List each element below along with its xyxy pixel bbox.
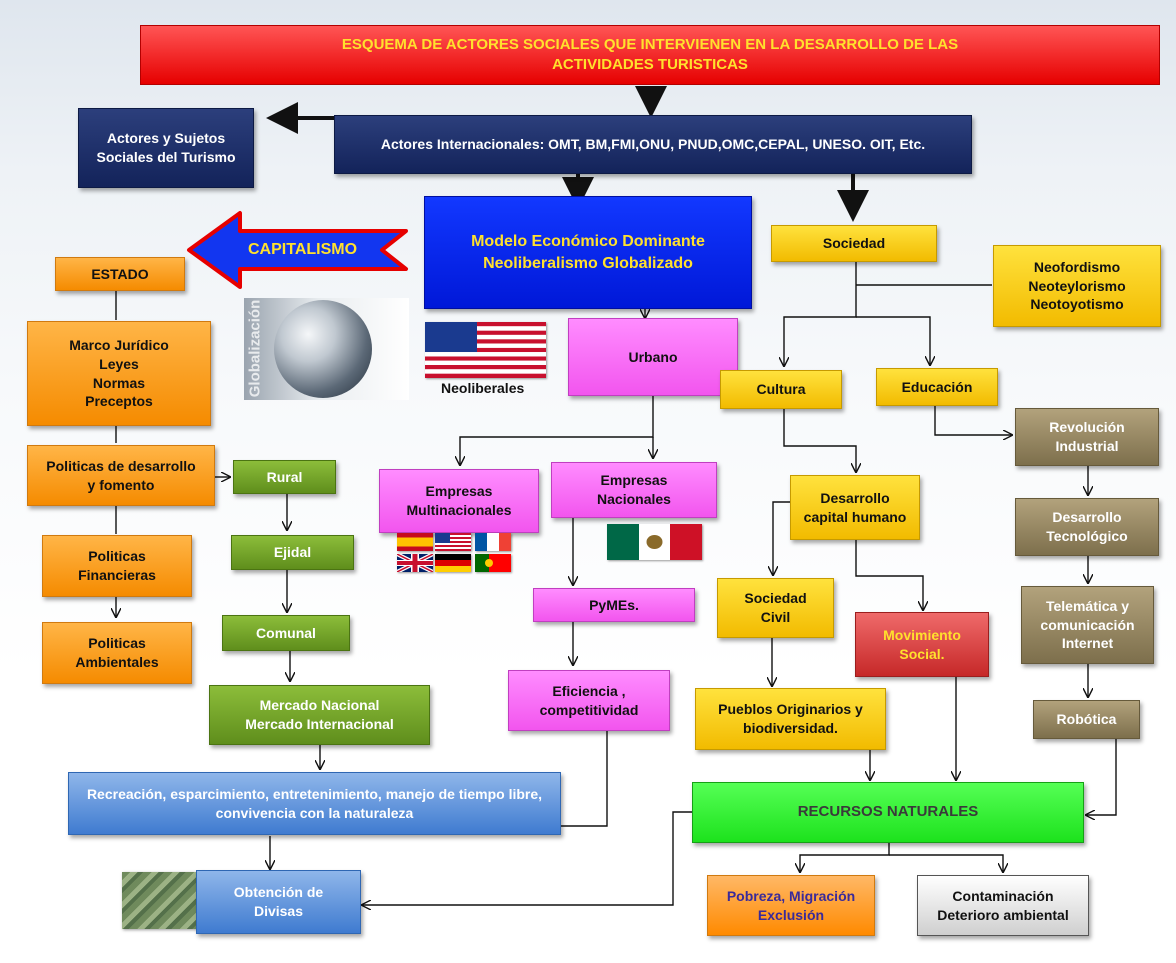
divisas-box: Obtención de Divisas [196,870,361,934]
recreacion-box: Recreación, esparcimiento, entretenimien… [68,772,561,835]
uk-flag [397,554,433,572]
sociedad-civil-box: Sociedad Civil [717,578,834,638]
urbano-box: Urbano [568,318,738,396]
money-image [122,872,204,929]
desarrollo-capital-box: Desarrollo capital humano [790,475,920,540]
eficiencia-box: Eficiencia , competitividad [508,670,670,731]
multinacionales-box: Empresas Multinacionales [379,469,539,533]
mercado-box: Mercado Nacional Mercado Internacional [209,685,430,745]
france-flag [475,533,511,551]
portugal-flag [475,554,511,572]
globe-image: Globalización [244,298,409,400]
spain-flag [397,533,433,551]
nacionales-box: Empresas Nacionales [551,462,717,518]
germany-flag [435,554,471,572]
usa-flag [425,322,546,378]
contaminacion-box: Contaminación Deterioro ambiental [917,875,1089,936]
pymes-box: PyMEs. [533,588,695,622]
pueblos-box: Pueblos Originarios y biodiversidad. [695,688,886,750]
capitalismo-label: CAPITALISMO [248,241,358,258]
neofordismo-box: Neofordismo Neoteylorismo Neotoyotismo [993,245,1161,327]
marco-juridico-box: Marco Jurídico Leyes Normas Preceptos [27,321,211,426]
comunal-box: Comunal [222,615,350,651]
mexico-flag [607,524,702,560]
politicas-desarrollo-box: Politicas de desarrollo y fomento [27,445,215,506]
recursos-naturales-box: RECURSOS NATURALES [692,782,1084,843]
actores-sujetos-box: Actores y Sujetos Sociales del Turismo [78,108,254,188]
desarrollo-tecnologico-box: Desarrollo Tecnológico [1015,498,1159,556]
modelo-economico-box: Modelo Económico Dominante Neoliberalism… [424,196,752,309]
politicas-ambientales-box: Politicas Ambientales [42,622,192,684]
educacion-box: Educación [876,368,998,406]
revolucion-industrial-box: Revolución Industrial [1015,408,1159,466]
estado-box: ESTADO [55,257,185,291]
neoliberales-label: Neoliberales [441,380,525,396]
robotica-box: Robótica [1033,700,1140,739]
actores-internacionales-box: Actores Internacionales: OMT, BM,FMI,ONU… [334,115,972,174]
diagram-title: ESQUEMA DE ACTORES SOCIALES QUE INTERVIE… [140,25,1160,85]
politicas-financieras-box: Politicas Financieras [42,535,192,597]
globe-icon [274,300,372,398]
pobreza-box: Pobreza, Migración Exclusión [707,875,875,936]
sociedad-box: Sociedad [771,225,937,262]
rural-box: Rural [233,460,336,494]
telematica-box: Telemática y comunicación Internet [1021,586,1154,664]
movimiento-social-box: Movimiento Social. [855,612,989,677]
usa-flag-small [435,533,471,551]
ejidal-box: Ejidal [231,535,354,570]
globe-caption: Globalización [246,299,264,398]
cultura-box: Cultura [720,370,842,409]
capitalismo-arrow [187,211,408,289]
